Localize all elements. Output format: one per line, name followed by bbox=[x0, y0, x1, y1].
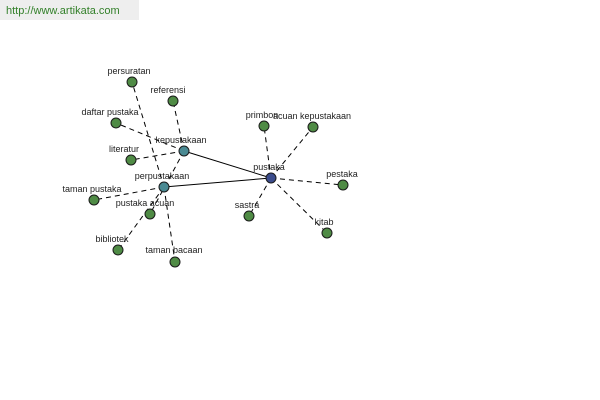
node-dot-pustaka-acuan[interactable] bbox=[144, 208, 156, 220]
edge-perpustakaan-taman-pustaka bbox=[93, 186, 165, 201]
node-label-sastra: sastra bbox=[235, 200, 260, 210]
node-sastra[interactable]: sastra bbox=[235, 200, 260, 222]
node-dot-acuan-kepustakaan[interactable] bbox=[307, 121, 319, 133]
node-bibliotek[interactable]: bibliotek bbox=[95, 234, 129, 256]
node-taman-pustaka[interactable]: taman pustaka bbox=[62, 184, 122, 206]
source-url[interactable]: http://www.artikata.com bbox=[0, 0, 139, 20]
node-dot-daftar-pustaka[interactable] bbox=[110, 117, 122, 129]
node-kepustakaan[interactable]: kepustakaan bbox=[155, 135, 207, 157]
node-persuratan[interactable]: persuratan bbox=[107, 66, 151, 88]
edge-perpustakaan-bibliotek bbox=[117, 186, 165, 251]
nodes-layer: pustaka kepustakaan perpustakaan persuratan… bbox=[62, 66, 358, 268]
edge-perpustakaan-persuratan bbox=[131, 81, 165, 188]
node-dot-taman-pustaka[interactable] bbox=[88, 194, 100, 206]
node-dot-kepustakaan[interactable] bbox=[178, 145, 190, 157]
node-dot-kitab[interactable] bbox=[321, 227, 333, 239]
node-kitab[interactable]: kitab bbox=[314, 217, 334, 239]
node-dot-primbon[interactable] bbox=[258, 120, 270, 132]
edge-pustaka-pestaka bbox=[270, 177, 344, 186]
edges-layer bbox=[93, 81, 344, 263]
node-pestaka[interactable]: pestaka bbox=[326, 169, 358, 191]
node-literatur[interactable]: literatur bbox=[109, 144, 139, 166]
node-referensi[interactable]: referensi bbox=[150, 85, 186, 107]
node-label-kitab: kitab bbox=[314, 217, 333, 227]
node-dot-persuratan[interactable] bbox=[126, 76, 138, 88]
node-label-literatur: literatur bbox=[109, 144, 139, 154]
node-label-pustaka: pustaka bbox=[253, 162, 285, 172]
node-label-pustaka-acuan: pustaka acuan bbox=[116, 198, 175, 208]
node-daftar-pustaka[interactable]: daftar pustaka bbox=[81, 107, 139, 129]
node-label-referensi: referensi bbox=[150, 85, 185, 95]
node-dot-pustaka[interactable] bbox=[265, 172, 277, 184]
node-label-taman-bacaan: taman bacaan bbox=[145, 245, 202, 255]
edge-pustaka-perpustakaan bbox=[163, 177, 272, 188]
node-dot-perpustakaan[interactable] bbox=[158, 181, 170, 193]
node-label-persuratan: persuratan bbox=[107, 66, 150, 76]
node-pustaka[interactable]: pustaka bbox=[253, 162, 285, 184]
edge-kepustakaan-daftar-pustaka bbox=[115, 122, 185, 152]
node-dot-pestaka[interactable] bbox=[337, 179, 349, 191]
node-label-daftar-pustaka: daftar pustaka bbox=[81, 107, 138, 117]
edge-pustaka-kitab bbox=[270, 177, 328, 234]
edge-pustaka-acuan-kepustakaan bbox=[270, 126, 314, 179]
node-label-bibliotek: bibliotek bbox=[95, 234, 129, 244]
node-label-primbon: primbon bbox=[246, 110, 279, 120]
node-dot-bibliotek[interactable] bbox=[112, 244, 124, 256]
node-label-pestaka: pestaka bbox=[326, 169, 358, 179]
node-acuan-kepustakaan[interactable]: acuan kepustakaan bbox=[273, 111, 351, 133]
node-primbon[interactable]: primbon bbox=[246, 110, 279, 132]
node-dot-sastra[interactable] bbox=[243, 210, 255, 222]
node-taman-bacaan[interactable]: taman bacaan bbox=[145, 245, 203, 268]
node-perpustakaan[interactable]: perpustakaan bbox=[135, 171, 190, 193]
edge-pustaka-sastra bbox=[248, 177, 272, 217]
node-dot-taman-bacaan[interactable] bbox=[169, 256, 181, 268]
node-label-perpustakaan: perpustakaan bbox=[135, 171, 190, 181]
node-label-kepustakaan: kepustakaan bbox=[155, 135, 206, 145]
node-label-taman-pustaka: taman pustaka bbox=[62, 184, 121, 194]
node-pustaka-acuan[interactable]: pustaka acuan bbox=[116, 198, 175, 220]
edge-pustaka-kepustakaan bbox=[183, 150, 272, 179]
edge-perpustakaan-taman-bacaan bbox=[163, 186, 176, 263]
node-label-acuan-kepustakaan: acuan kepustakaan bbox=[273, 111, 351, 121]
node-dot-literatur[interactable] bbox=[125, 154, 137, 166]
node-dot-referensi[interactable] bbox=[167, 95, 179, 107]
edge-kepustakaan-pustaka-acuan bbox=[149, 150, 185, 215]
